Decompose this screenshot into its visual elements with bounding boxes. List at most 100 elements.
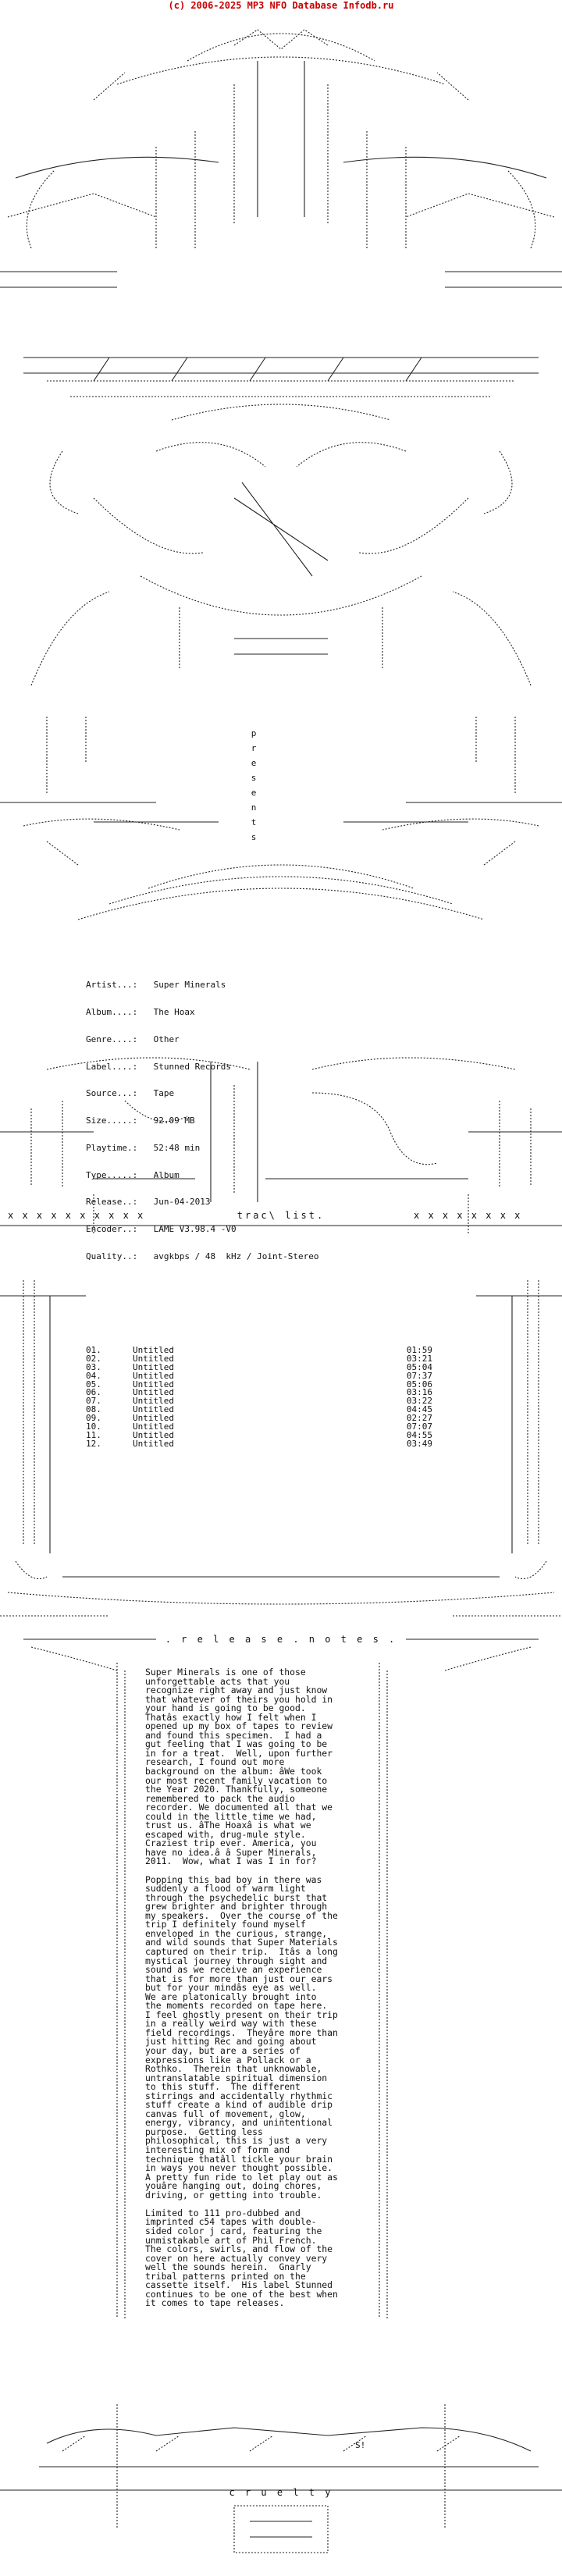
track-row: 09. Untitled 02:27 — [76, 1414, 432, 1423]
track-number: 10. — [86, 1421, 101, 1432]
info-key: Size.....: — [86, 1115, 138, 1126]
track-number: 05. — [86, 1379, 101, 1389]
info-key: Album....: — [86, 1006, 138, 1017]
release-notes-title: . r e l e a s e . n o t e s . — [165, 1634, 397, 1645]
presents-letter: r — [251, 743, 257, 753]
info-row: Encoder..: LAME V3.98.4 -V0 — [86, 1225, 319, 1234]
track-row: 07. Untitled 03:22 — [76, 1397, 432, 1406]
track-title: Untitled — [133, 1370, 174, 1381]
info-key: Playtime.: — [86, 1142, 138, 1153]
tracklist-title: trac\ list. — [0, 1210, 562, 1221]
track-number: 06. — [86, 1387, 101, 1398]
track-title: Untitled — [133, 1396, 174, 1407]
track-number: 02. — [86, 1353, 101, 1364]
info-value: The Hoax — [153, 1006, 195, 1017]
track-row: 01. Untitled 01:59 — [76, 1345, 432, 1355]
track-title: Untitled — [133, 1429, 174, 1440]
info-key: Artist...: — [86, 980, 138, 991]
info-value: LAME V3.98.4 -V0 — [153, 1224, 237, 1235]
track-title: Untitled — [133, 1379, 174, 1389]
info-key: Release..: — [86, 1197, 138, 1208]
track-duration: 07:37 — [406, 1370, 432, 1381]
track-duration: 02:27 — [406, 1413, 432, 1424]
track-row: 04. Untitled 07:37 — [76, 1372, 432, 1381]
presents-letter: s — [251, 773, 257, 783]
track-duration: 03:16 — [406, 1387, 432, 1398]
ascii-art-tracklist-banner — [0, 1057, 562, 1233]
track-number: 04. — [86, 1370, 101, 1381]
presents-vertical-text: p r e s e n t s — [246, 726, 261, 845]
track-duration: 04:45 — [406, 1404, 432, 1415]
release-notes-paragraph: Limited to 111 pro-dubbed and imprinted … — [145, 2207, 338, 2309]
track-row: 02. Untitled 03:21 — [76, 1353, 432, 1364]
track-row: 08. Untitled 04:45 — [76, 1404, 432, 1415]
info-key: Source...: — [86, 1088, 138, 1099]
tracklist-title-text: trac\ list. — [233, 1210, 329, 1221]
release-notes-paragraph: Super Minerals is one of those unforgett… — [145, 1667, 333, 1867]
ascii-art-tracklist-frame — [0, 1280, 562, 1617]
track-duration: 07:07 — [406, 1421, 432, 1432]
track-duration: 03:49 — [406, 1438, 432, 1449]
track-row: 06. Untitled 03:16 — [76, 1389, 432, 1397]
release-notes-paragraph: Popping this bad boy in there was sudden… — [145, 1873, 338, 2201]
track-duration: 03:21 — [406, 1353, 432, 1364]
track-duration: 05:06 — [406, 1379, 432, 1389]
track-row: 05. Untitled 05:06 — [76, 1379, 432, 1389]
track-number: 08. — [86, 1404, 101, 1415]
track-title: Untitled — [133, 1361, 174, 1372]
info-value: Tape — [153, 1088, 175, 1099]
presents-letter: e — [251, 788, 257, 798]
presents-letter: t — [251, 817, 257, 827]
track-duration: 03:22 — [406, 1396, 432, 1407]
presents-letter: e — [251, 758, 257, 768]
info-row: Size.....: 92.09 MB — [86, 1116, 319, 1126]
info-row: Quality..: avgkbps / 48 kHz / Joint-Ster… — [86, 1252, 319, 1261]
info-row: Source...: Tape — [86, 1089, 319, 1098]
info-value: 52:48 min — [153, 1142, 201, 1153]
info-value: avgkbps / 48 kHz / Joint-Stereo — [153, 1251, 319, 1261]
track-title: Untitled — [133, 1353, 174, 1364]
presents-letter: p — [251, 728, 257, 738]
track-duration: 04:55 — [406, 1429, 432, 1440]
track-title: Untitled — [133, 1387, 174, 1398]
info-row: Type.....: Album — [86, 1169, 319, 1180]
x-row-left: x x x x x x x x x x — [8, 1210, 145, 1221]
presents-letter: s — [251, 832, 257, 842]
track-title: Untitled — [133, 1404, 174, 1415]
info-value: Other — [153, 1034, 180, 1044]
track-number: 11. — [86, 1429, 101, 1440]
info-key: Genre....: — [86, 1034, 138, 1044]
info-key: Label....: — [86, 1061, 138, 1072]
release-notes-body: Super Minerals is one of those unforgett… — [145, 1667, 372, 2318]
track-duration: 01:59 — [406, 1345, 432, 1355]
info-key: Type.....: — [86, 1169, 138, 1180]
release-info-block: Artist...: Super Minerals Album....: The… — [86, 962, 319, 1270]
info-row: Label....: Stunned Records — [86, 1062, 319, 1072]
track-title: Untitled — [133, 1413, 174, 1424]
track-number: 12. — [86, 1438, 101, 1449]
info-row: Artist...: Super Minerals — [86, 980, 319, 990]
info-row: Genre....: Other — [86, 1034, 319, 1044]
ascii-art-notes-frame — [23, 1638, 539, 2318]
track-number: 01. — [86, 1345, 101, 1355]
track-row: 11. Untitled 04:55 — [76, 1429, 432, 1440]
info-value: Album — [153, 1169, 180, 1180]
track-number: 07. — [86, 1396, 101, 1407]
track-duration: 05:04 — [406, 1361, 432, 1372]
ascii-art-footer-logo — [0, 2404, 562, 2553]
info-row: Release..: Jun-04-2013 — [86, 1197, 319, 1207]
ascii-art-mask — [0, 29, 562, 920]
presents-letter: n — [251, 802, 257, 813]
group-name-cruelty: c r u e l t y — [229, 2487, 333, 2498]
artist-signature: S! — [355, 2440, 366, 2450]
info-key: Encoder..: — [86, 1224, 138, 1235]
x-row-right: x x x x x x x x — [414, 1210, 522, 1221]
info-value: Stunned Records — [153, 1061, 231, 1072]
track-number: 09. — [86, 1413, 101, 1424]
track-title: Untitled — [133, 1345, 174, 1355]
info-key: Quality..: — [86, 1251, 138, 1261]
